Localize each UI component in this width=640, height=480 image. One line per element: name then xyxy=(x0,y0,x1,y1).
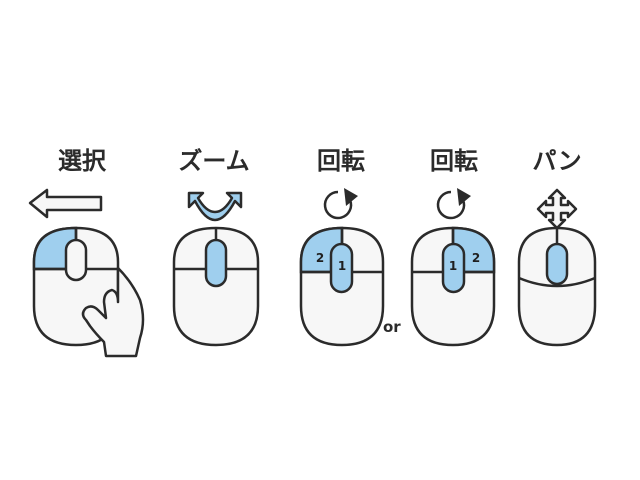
select-label: 選択 xyxy=(58,147,106,175)
hand-icon xyxy=(81,266,145,358)
rotate-label-1: 回転 xyxy=(317,147,365,175)
rotate-label-2: 回転 xyxy=(430,147,478,175)
or-text: or xyxy=(383,318,401,336)
rotate-arrow-icon xyxy=(436,188,471,220)
four-way-arrow-icon xyxy=(536,188,578,230)
pan-label: パン xyxy=(532,147,582,175)
pan-wheel-highlight xyxy=(545,242,569,286)
rotate1-wheel-highlight xyxy=(329,242,354,294)
zoom-label: ズーム xyxy=(178,147,250,175)
up-down-curved-arrow-icon xyxy=(187,191,243,222)
rotate1-wheel-number-1: 1 xyxy=(338,259,346,273)
select-wheel xyxy=(64,238,88,282)
rotate-arrow-icon xyxy=(323,188,358,220)
rotate2-wheel-number-1: 1 xyxy=(449,259,457,273)
rotate2-wheel-highlight xyxy=(441,242,466,294)
left-arrow-icon xyxy=(28,188,103,219)
rotate-mouse-2: 1 2 xyxy=(410,226,496,347)
select-mouse xyxy=(32,226,145,358)
rotate-mouse-1: 2 1 xyxy=(299,226,385,347)
rotate2-button-number-2: 2 xyxy=(472,251,480,265)
zoom-wheel-highlight xyxy=(204,238,228,288)
rotate1-button-number-2: 2 xyxy=(316,251,324,265)
zoom-mouse xyxy=(172,226,260,347)
pan-mouse xyxy=(517,226,597,347)
